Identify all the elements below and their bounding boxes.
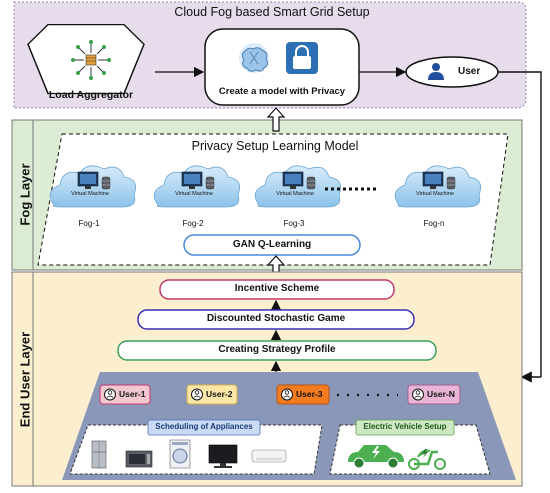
model-privacy-label: Create a model with Privacy	[218, 86, 346, 97]
cloud-title: Cloud Fog based Smart Grid Setup	[174, 5, 370, 19]
television-icon	[208, 444, 238, 468]
fog-node-3-label: Fog-3	[283, 219, 305, 228]
user-node	[405, 56, 499, 88]
arrow-fog-to-cloud	[266, 107, 286, 132]
electric-scooter-icon	[408, 449, 446, 470]
fog-node-1-vm-label: Virtual Machine	[71, 191, 109, 197]
fog-node-1-label: Fog-1	[78, 219, 100, 228]
incentive-label: Incentive Scheme	[234, 283, 320, 294]
fog-node-1	[49, 165, 137, 208]
game-label: Discounted Stochastic Game	[206, 313, 346, 324]
user-n-label: User-N	[427, 389, 455, 399]
feedback-line	[498, 71, 542, 377]
user-1-label: User-1	[119, 389, 146, 399]
ev-label: Electric Vehicle Setup	[363, 422, 447, 431]
fog-layer-label: Fog Layer	[17, 163, 33, 226]
aggregator-icon	[71, 40, 111, 80]
fog-node-3	[254, 165, 342, 208]
fog-node-4-label: Fog-n	[423, 219, 445, 228]
user-label: User	[458, 66, 481, 77]
strategy-label: Creating Strategy Profile	[218, 344, 336, 355]
fog-node-4-vm-label: Virtual Machine	[416, 191, 454, 197]
user-badge-icon-3	[281, 388, 293, 401]
incentive-box	[159, 279, 395, 300]
fog-node-3-vm-label: Virtual Machine	[276, 191, 314, 197]
strategy-box	[117, 340, 437, 361]
microwave-icon	[125, 450, 153, 468]
electric-car-icon	[348, 445, 404, 469]
fog-node-2	[153, 165, 241, 208]
washing-machine-icon	[169, 439, 191, 469]
privacy-lock-icon	[286, 42, 318, 74]
load-aggregator-label: Load Aggregator	[48, 89, 134, 101]
privacy-model-title: Privacy Setup Learning Model	[191, 139, 359, 153]
fog-node-2-label: Fog-2	[182, 219, 204, 228]
user-badge-icon-4	[412, 388, 424, 401]
refrigerator-icon	[91, 440, 107, 469]
fog-node-2-vm-label: Virtual Machine	[175, 191, 213, 197]
gan-box	[183, 234, 361, 256]
fog-node-4	[394, 165, 482, 208]
air-conditioner-icon	[251, 449, 287, 463]
user-badge-icon-1	[104, 388, 116, 401]
user-2-label: User-2	[206, 389, 233, 399]
scheduling-label-box	[147, 419, 261, 436]
user-3-label: User-3	[296, 389, 323, 399]
ai-brain-icon	[239, 43, 269, 73]
gan-label: GAN Q-Learning	[232, 239, 312, 250]
ev-label-box	[355, 419, 455, 436]
user-icon	[428, 63, 444, 80]
user-badge-icon-2	[191, 388, 203, 401]
game-box	[137, 309, 415, 330]
end-user-layer-label: End User Layer	[17, 331, 33, 428]
scheduling-label: Scheduling of Appliances	[155, 422, 253, 431]
